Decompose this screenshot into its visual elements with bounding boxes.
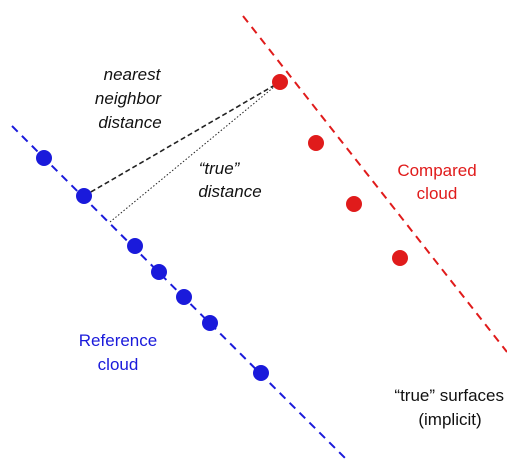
nearest-neighbor-line: [83, 81, 281, 197]
true-distance-label-line2: distance: [198, 182, 261, 201]
compared-cloud-label-line1: Compared: [397, 161, 476, 180]
compared-point: [308, 135, 324, 151]
compared-point: [392, 250, 408, 266]
reference-cloud-label-line1: Reference: [79, 331, 157, 350]
reference-point: [36, 150, 52, 166]
reference-points: [36, 150, 269, 381]
reference-point: [253, 365, 269, 381]
reference-surface-line: [11, 125, 349, 462]
reference-point: [176, 289, 192, 305]
reference-point: [127, 238, 143, 254]
reference-point: [202, 315, 218, 331]
reference-point: [76, 188, 92, 204]
true-surfaces-label-line2: (implicit): [418, 410, 481, 429]
compared-point: [346, 196, 362, 212]
compared-point: [272, 74, 288, 90]
nearest-neighbor-label-line3: distance: [98, 113, 161, 132]
nearest-neighbor-label-line2: neighbor: [95, 89, 163, 108]
nearest-neighbor-label-line1: nearest: [104, 65, 162, 84]
reference-point: [151, 264, 167, 280]
compared-surface-line: [242, 15, 507, 353]
true-surfaces-label-line1: “true” surfaces: [394, 386, 504, 405]
reference-cloud-label-line2: cloud: [98, 355, 139, 374]
compared-points: [272, 74, 408, 266]
true-distance-label-line1: “true”: [199, 159, 241, 178]
compared-cloud-label-line2: cloud: [417, 184, 458, 203]
